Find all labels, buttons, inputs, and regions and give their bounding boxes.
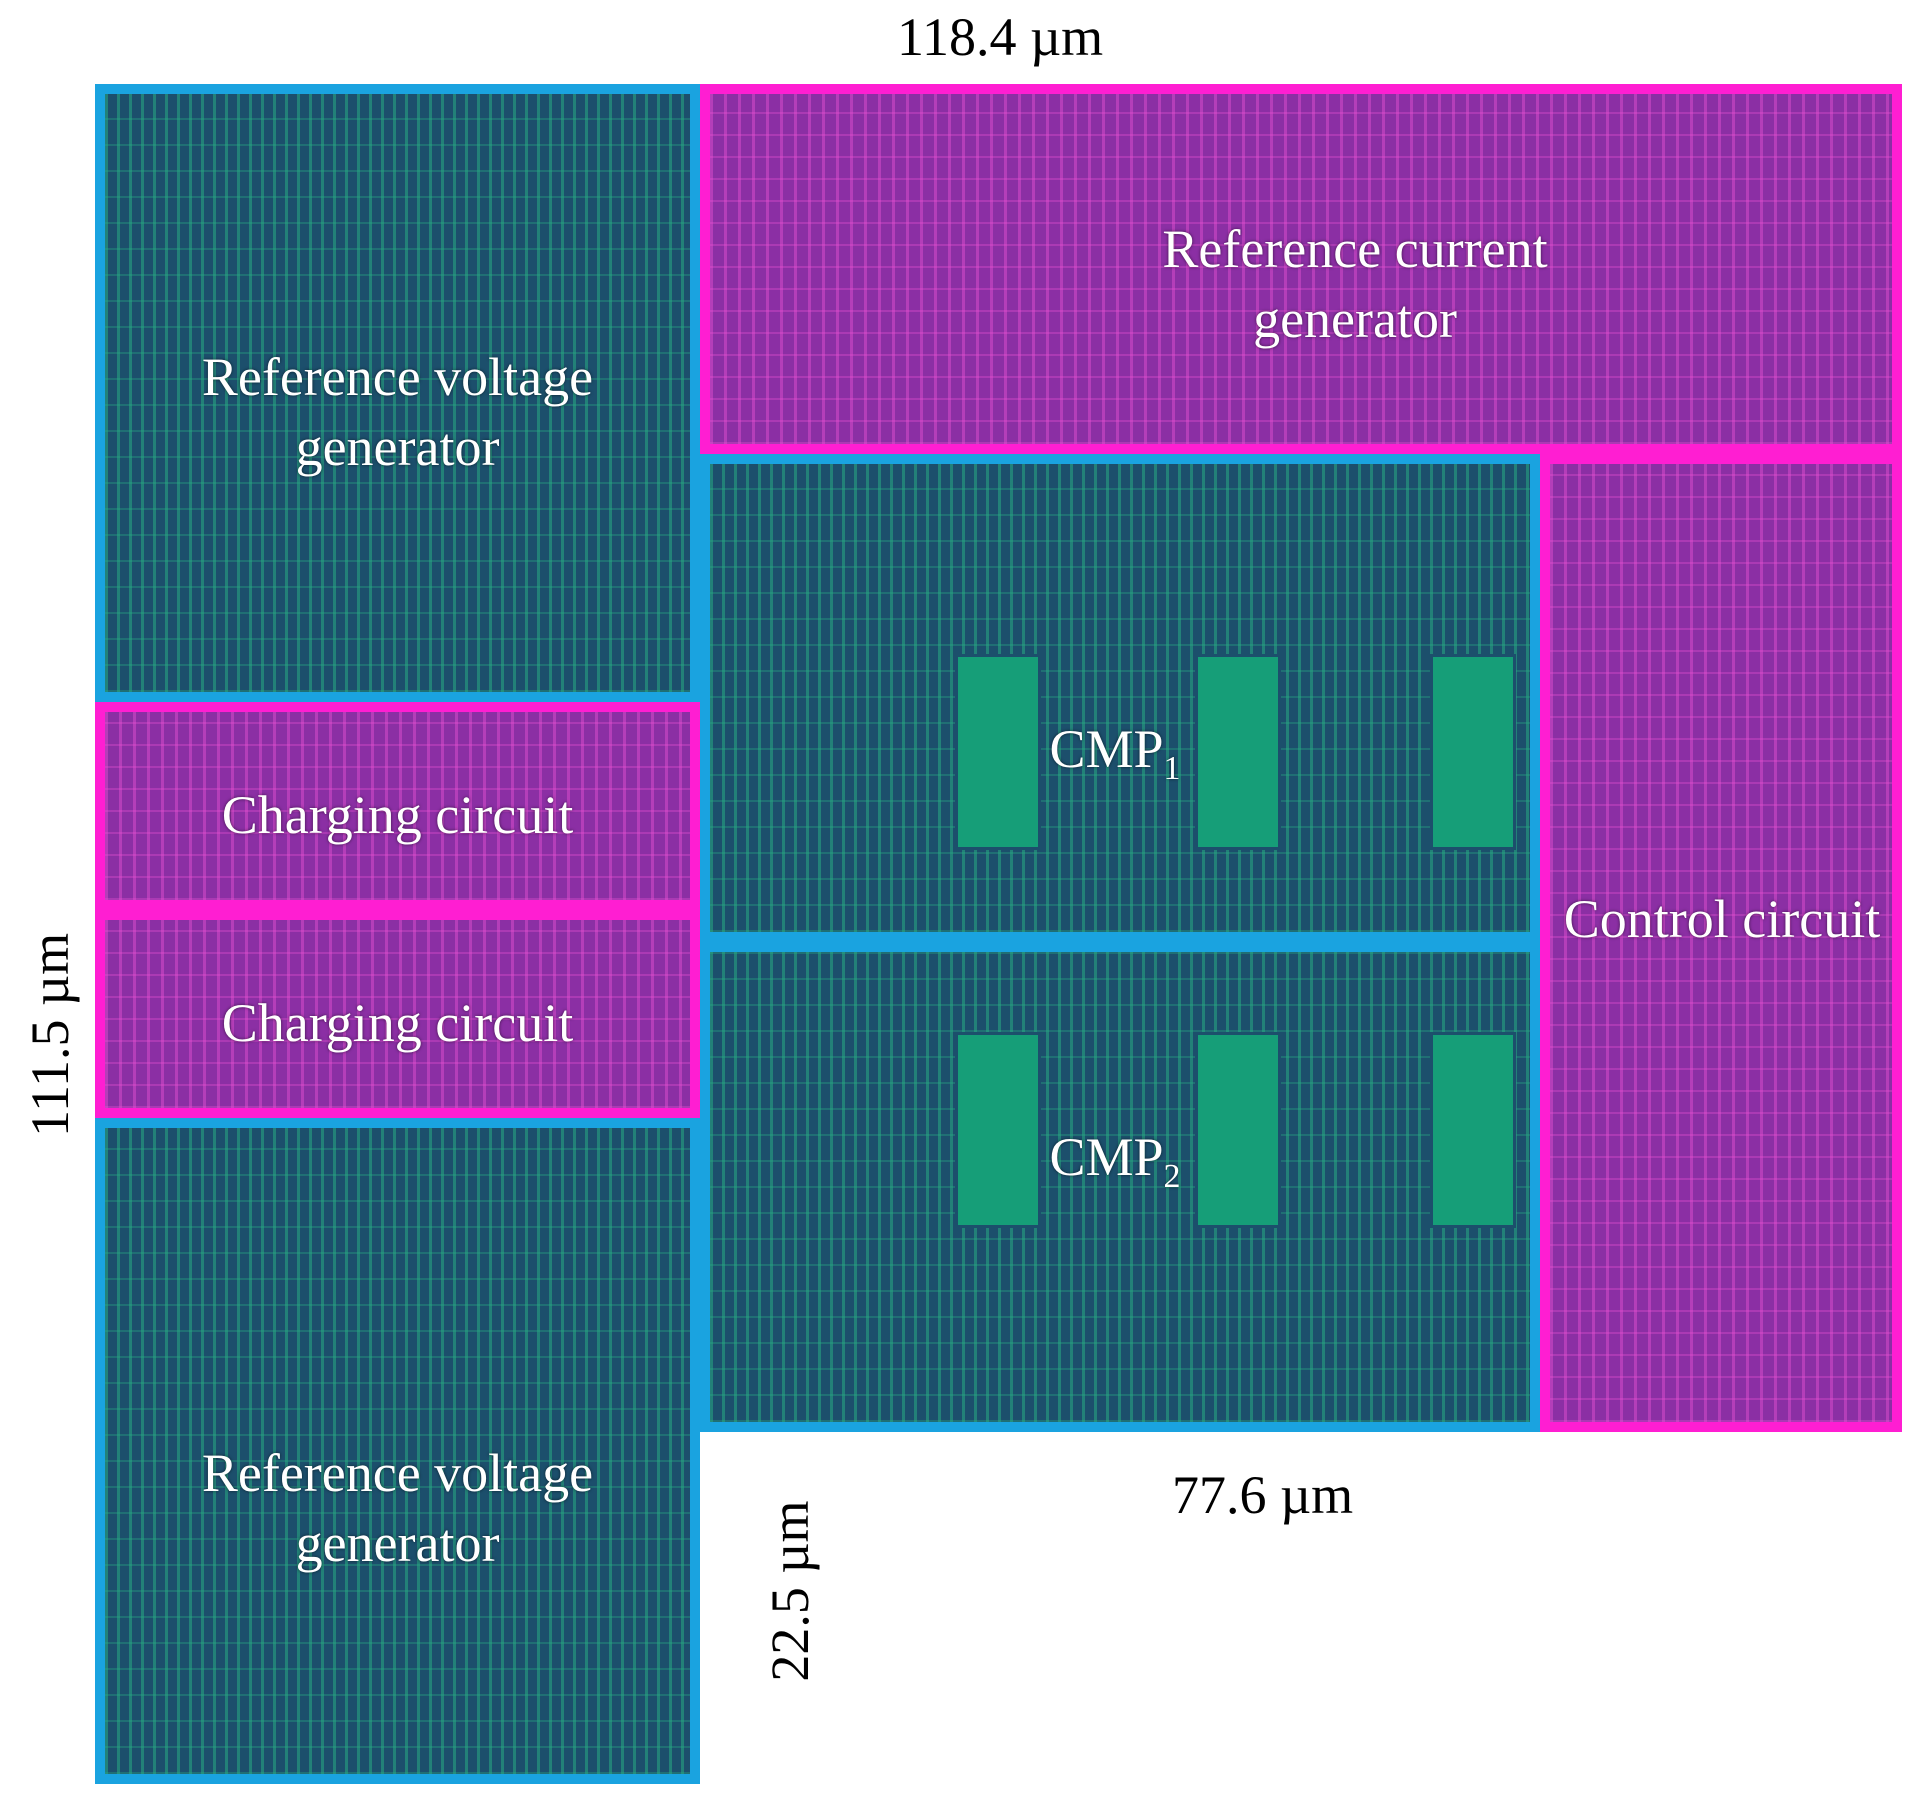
cmp1-pad-c <box>1430 654 1516 850</box>
chip-layout: Reference voltage generator Reference cu… <box>95 84 1902 1784</box>
charging-circuit-1: Charging circuit <box>95 702 700 910</box>
charging-1-label: Charging circuit <box>221 785 574 845</box>
cmp2-pad-a <box>955 1032 1041 1228</box>
ref-voltage-bottom-label: Reference voltage generator <box>201 1443 594 1574</box>
ref-current-generator: Reference current generator <box>700 84 1902 454</box>
ref-voltage-generator-bottom: Reference voltage generator <box>95 1118 700 1784</box>
control-circuit: Control circuit <box>1540 454 1902 1432</box>
charging-2-label: Charging circuit <box>221 993 574 1053</box>
charging-circuit-2: Charging circuit <box>95 910 700 1118</box>
ref-voltage-top-label: Reference voltage generator <box>201 347 594 478</box>
left-height-label: 111.5 µm <box>20 932 80 1137</box>
cmp1-pad-a <box>955 654 1041 850</box>
cmp2-pad-c <box>1430 1032 1516 1228</box>
top-width-label: 118.4 µm <box>897 7 1104 67</box>
cmp2-pad-b <box>1195 1032 1281 1228</box>
bottom-width-label: 77.6 µm <box>1172 1465 1354 1525</box>
comparator-2: CMP2 <box>700 942 1540 1432</box>
comparator-1: CMP1 <box>700 454 1540 942</box>
cmp1-label: CMP1 <box>1049 719 1181 787</box>
cmp1-pad-b <box>1195 654 1281 850</box>
ref-current-label: Reference current generator <box>1162 219 1548 350</box>
ref-voltage-generator-top: Reference voltage generator <box>95 84 700 702</box>
control-circuit-label: Control circuit <box>1563 889 1881 949</box>
cmp2-label: CMP2 <box>1049 1127 1181 1195</box>
